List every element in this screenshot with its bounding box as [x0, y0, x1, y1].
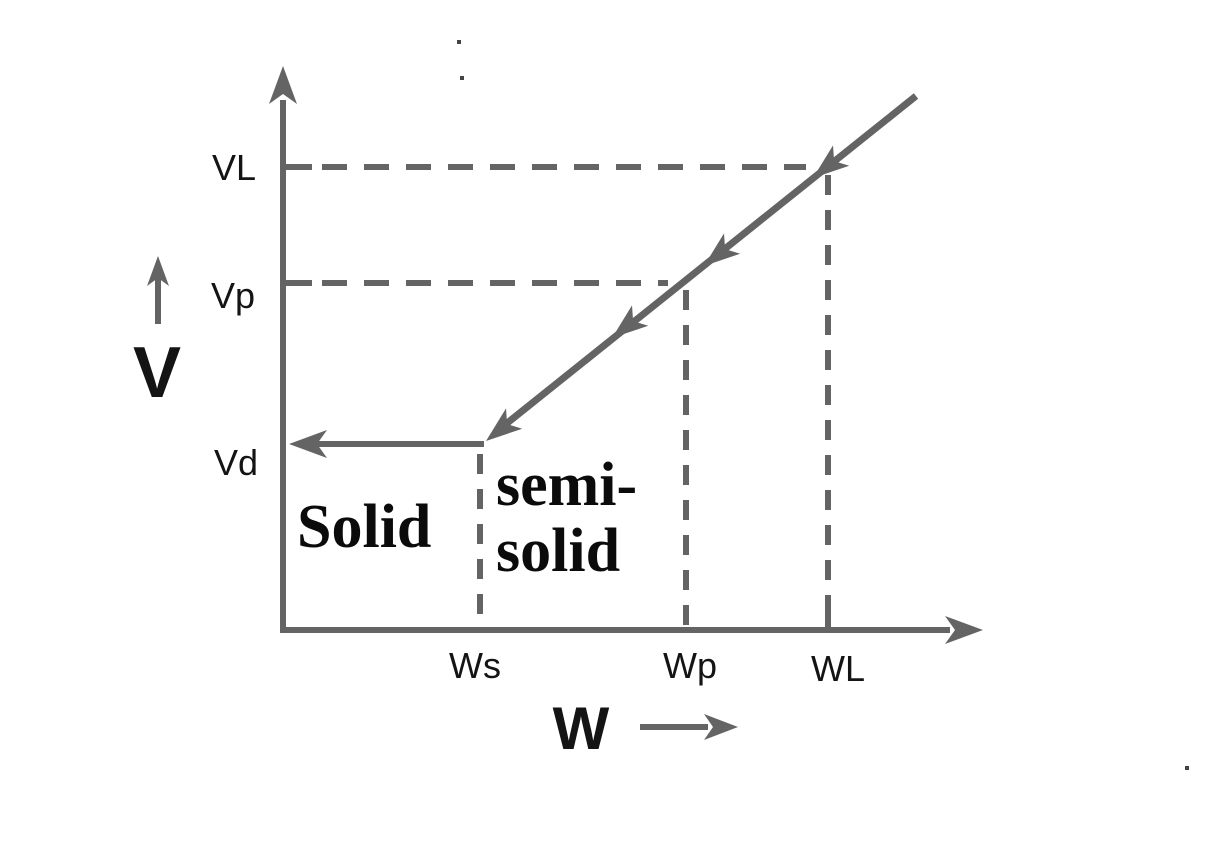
region-label-solid: Solid: [297, 493, 432, 561]
volume-line-arrow-1-icon: [813, 145, 850, 178]
speck-3: [1185, 766, 1189, 770]
x-axis: [280, 611, 983, 644]
y-axis: [269, 66, 312, 633]
x-tick-label-ws: Ws: [449, 645, 501, 686]
constant-volume-arrow-icon: [289, 430, 327, 458]
volume-line-arrow-2-icon: [704, 233, 741, 266]
volume-line: [486, 93, 919, 441]
y-axis-arrow-icon: [269, 66, 297, 104]
region-label-semisolid: semi- solid: [496, 452, 637, 584]
v-direction-arrow-icon: [147, 256, 169, 286]
x-axis-title: W: [552, 695, 610, 762]
speck-2: [460, 76, 464, 80]
x-axis-arrow-icon: [945, 616, 983, 644]
constant-volume-arrow: [289, 430, 484, 458]
x-tick-label-wl: WL: [811, 648, 865, 689]
w-direction-arrow: [640, 714, 738, 740]
volume-line-arrow-3-icon: [612, 305, 649, 338]
y-axis-title: V: [132, 333, 182, 413]
y-tick-label-vd: Vd: [213, 442, 259, 483]
region-label-semisolid-line2: solid: [496, 517, 621, 585]
y-tick-label-vp: Vp: [210, 275, 256, 316]
x-tick-label-wp: Wp: [663, 645, 717, 686]
w-direction-arrow-icon: [704, 714, 738, 740]
y-tick-label-vl: VL: [211, 147, 257, 188]
volume-line-arrow-end-icon: [486, 408, 523, 441]
region-label-semisolid-line1: semi-: [496, 451, 638, 519]
speck-1: [457, 40, 461, 44]
v-direction-arrow: [147, 256, 169, 324]
